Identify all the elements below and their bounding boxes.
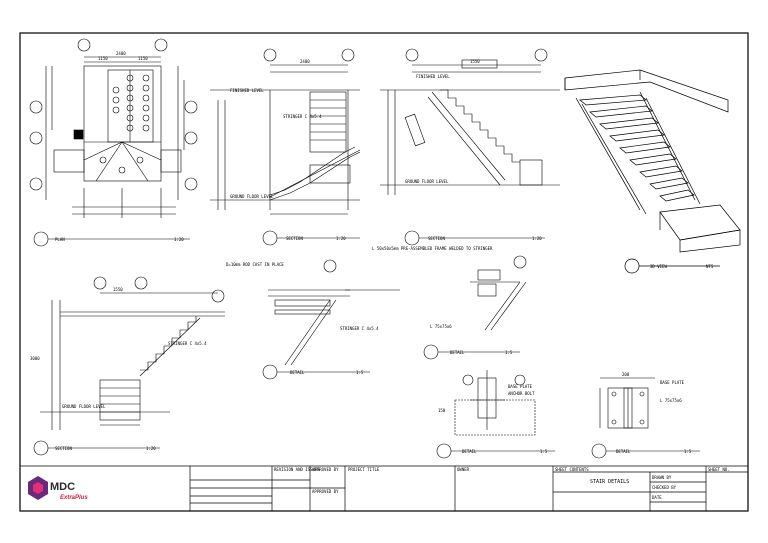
section-c-view bbox=[33, 276, 225, 456]
sec-c-scale: 1:20 bbox=[146, 446, 156, 451]
sec-b-finished: FINISHED LEVEL bbox=[416, 74, 450, 79]
logo-sub-text: ExtraPlus bbox=[60, 495, 88, 501]
logo-main-text: MDC bbox=[50, 481, 75, 493]
det4-angle: L 75x75x6 bbox=[660, 398, 682, 403]
det3-title: DETAIL bbox=[462, 449, 477, 454]
plan-dim-right: 1150 bbox=[138, 56, 148, 61]
sec-b-title: SECTION bbox=[428, 236, 445, 241]
det2-angle: L 75x75x6 bbox=[430, 324, 452, 329]
det1-stringer: STRINGER C 4x5.4 bbox=[340, 326, 379, 331]
sec-a-title: SECTION bbox=[286, 236, 303, 241]
plan-scale: 1:20 bbox=[174, 237, 184, 242]
iso-view bbox=[564, 69, 741, 274]
det4-dim: 200 bbox=[622, 372, 630, 377]
sheet-border bbox=[19, 32, 749, 512]
iso-scale: NTS bbox=[706, 264, 714, 269]
approved-label: APPROVED BY bbox=[312, 467, 339, 472]
sec-c-dim: 1550 bbox=[113, 287, 123, 292]
plan-title: PLAN bbox=[55, 237, 65, 242]
det1-scale: 1:5 bbox=[356, 370, 364, 375]
approved-label-2: APPROVED BY bbox=[312, 489, 339, 494]
det4-title: DETAIL bbox=[616, 449, 631, 454]
det3-scale: 1:5 bbox=[540, 449, 548, 454]
iso-title: 3D VIEW bbox=[650, 264, 667, 269]
sec-c-title: SECTION bbox=[55, 446, 72, 451]
det3-anchor: ANCHOR BOLT bbox=[508, 391, 535, 396]
sec-b-dim: 1550 bbox=[470, 59, 480, 64]
checked-by-label: CHECKED BY bbox=[652, 485, 677, 490]
det2-title: DETAIL bbox=[450, 350, 465, 355]
sheet-contents-value: STAIR DETAILS bbox=[590, 479, 629, 485]
title-block bbox=[20, 465, 748, 511]
detail-2-view bbox=[423, 255, 527, 360]
sec-a-scale: 1:20 bbox=[336, 236, 346, 241]
sec-c-height: 3000 bbox=[30, 356, 40, 361]
det3-dim: 150 bbox=[438, 408, 446, 413]
detail-1-view bbox=[262, 259, 400, 380]
plan-dim-top: 2400 bbox=[116, 51, 126, 56]
det1-rod: D=10mm ROD CAST IN PLACE bbox=[226, 262, 284, 267]
sec-a-dim: 2400 bbox=[300, 59, 310, 64]
drawn-by-label: DRAWN BY bbox=[652, 475, 672, 480]
sheet-contents-label: SHEET CONTENTS bbox=[555, 467, 589, 472]
sheet-no-label: SHEET NO. bbox=[708, 467, 730, 472]
section-a-view bbox=[210, 48, 361, 246]
sec-c-ground: GROUND FLOOR LEVEL bbox=[62, 404, 106, 409]
detail-4-view bbox=[591, 377, 700, 459]
det1-title: DETAIL bbox=[290, 370, 305, 375]
sec-c-stringer: STRINGER C 4x5.4 bbox=[168, 341, 207, 346]
sec-a-ground: GROUND FLOOR LEVEL bbox=[230, 194, 274, 199]
company-logo: MDC ExtraPlus bbox=[28, 476, 88, 501]
sec-a-finished: FINISHED LEVEL bbox=[230, 88, 264, 93]
det2-scale: 1:5 bbox=[505, 350, 513, 355]
sec-b-scale: 1:20 bbox=[532, 236, 542, 241]
section-b-view bbox=[380, 48, 560, 246]
detail-3-view bbox=[436, 370, 555, 459]
sec-a-stringer: STRINGER C 4x5.4 bbox=[283, 114, 322, 119]
det2-frame: L 50x50x5mm PRE-ASSEMBLED FRAME WELDED T… bbox=[372, 246, 493, 251]
det4-scale: 1:5 bbox=[684, 449, 692, 454]
det3-plate: BASE PLATE bbox=[508, 384, 533, 389]
project-title-label: PROJECT TITLE bbox=[348, 467, 380, 472]
sec-b-ground: GROUND FLOOR LEVEL bbox=[405, 179, 449, 184]
det4-plate: BASE PLATE bbox=[660, 380, 685, 385]
plan-view bbox=[29, 38, 198, 247]
owner-label: OWNER bbox=[457, 467, 470, 472]
date-label: DATE bbox=[652, 495, 662, 500]
plan-dim-left: 1150 bbox=[98, 56, 108, 61]
revision-label: REVISION AND ISSUES bbox=[274, 467, 320, 472]
